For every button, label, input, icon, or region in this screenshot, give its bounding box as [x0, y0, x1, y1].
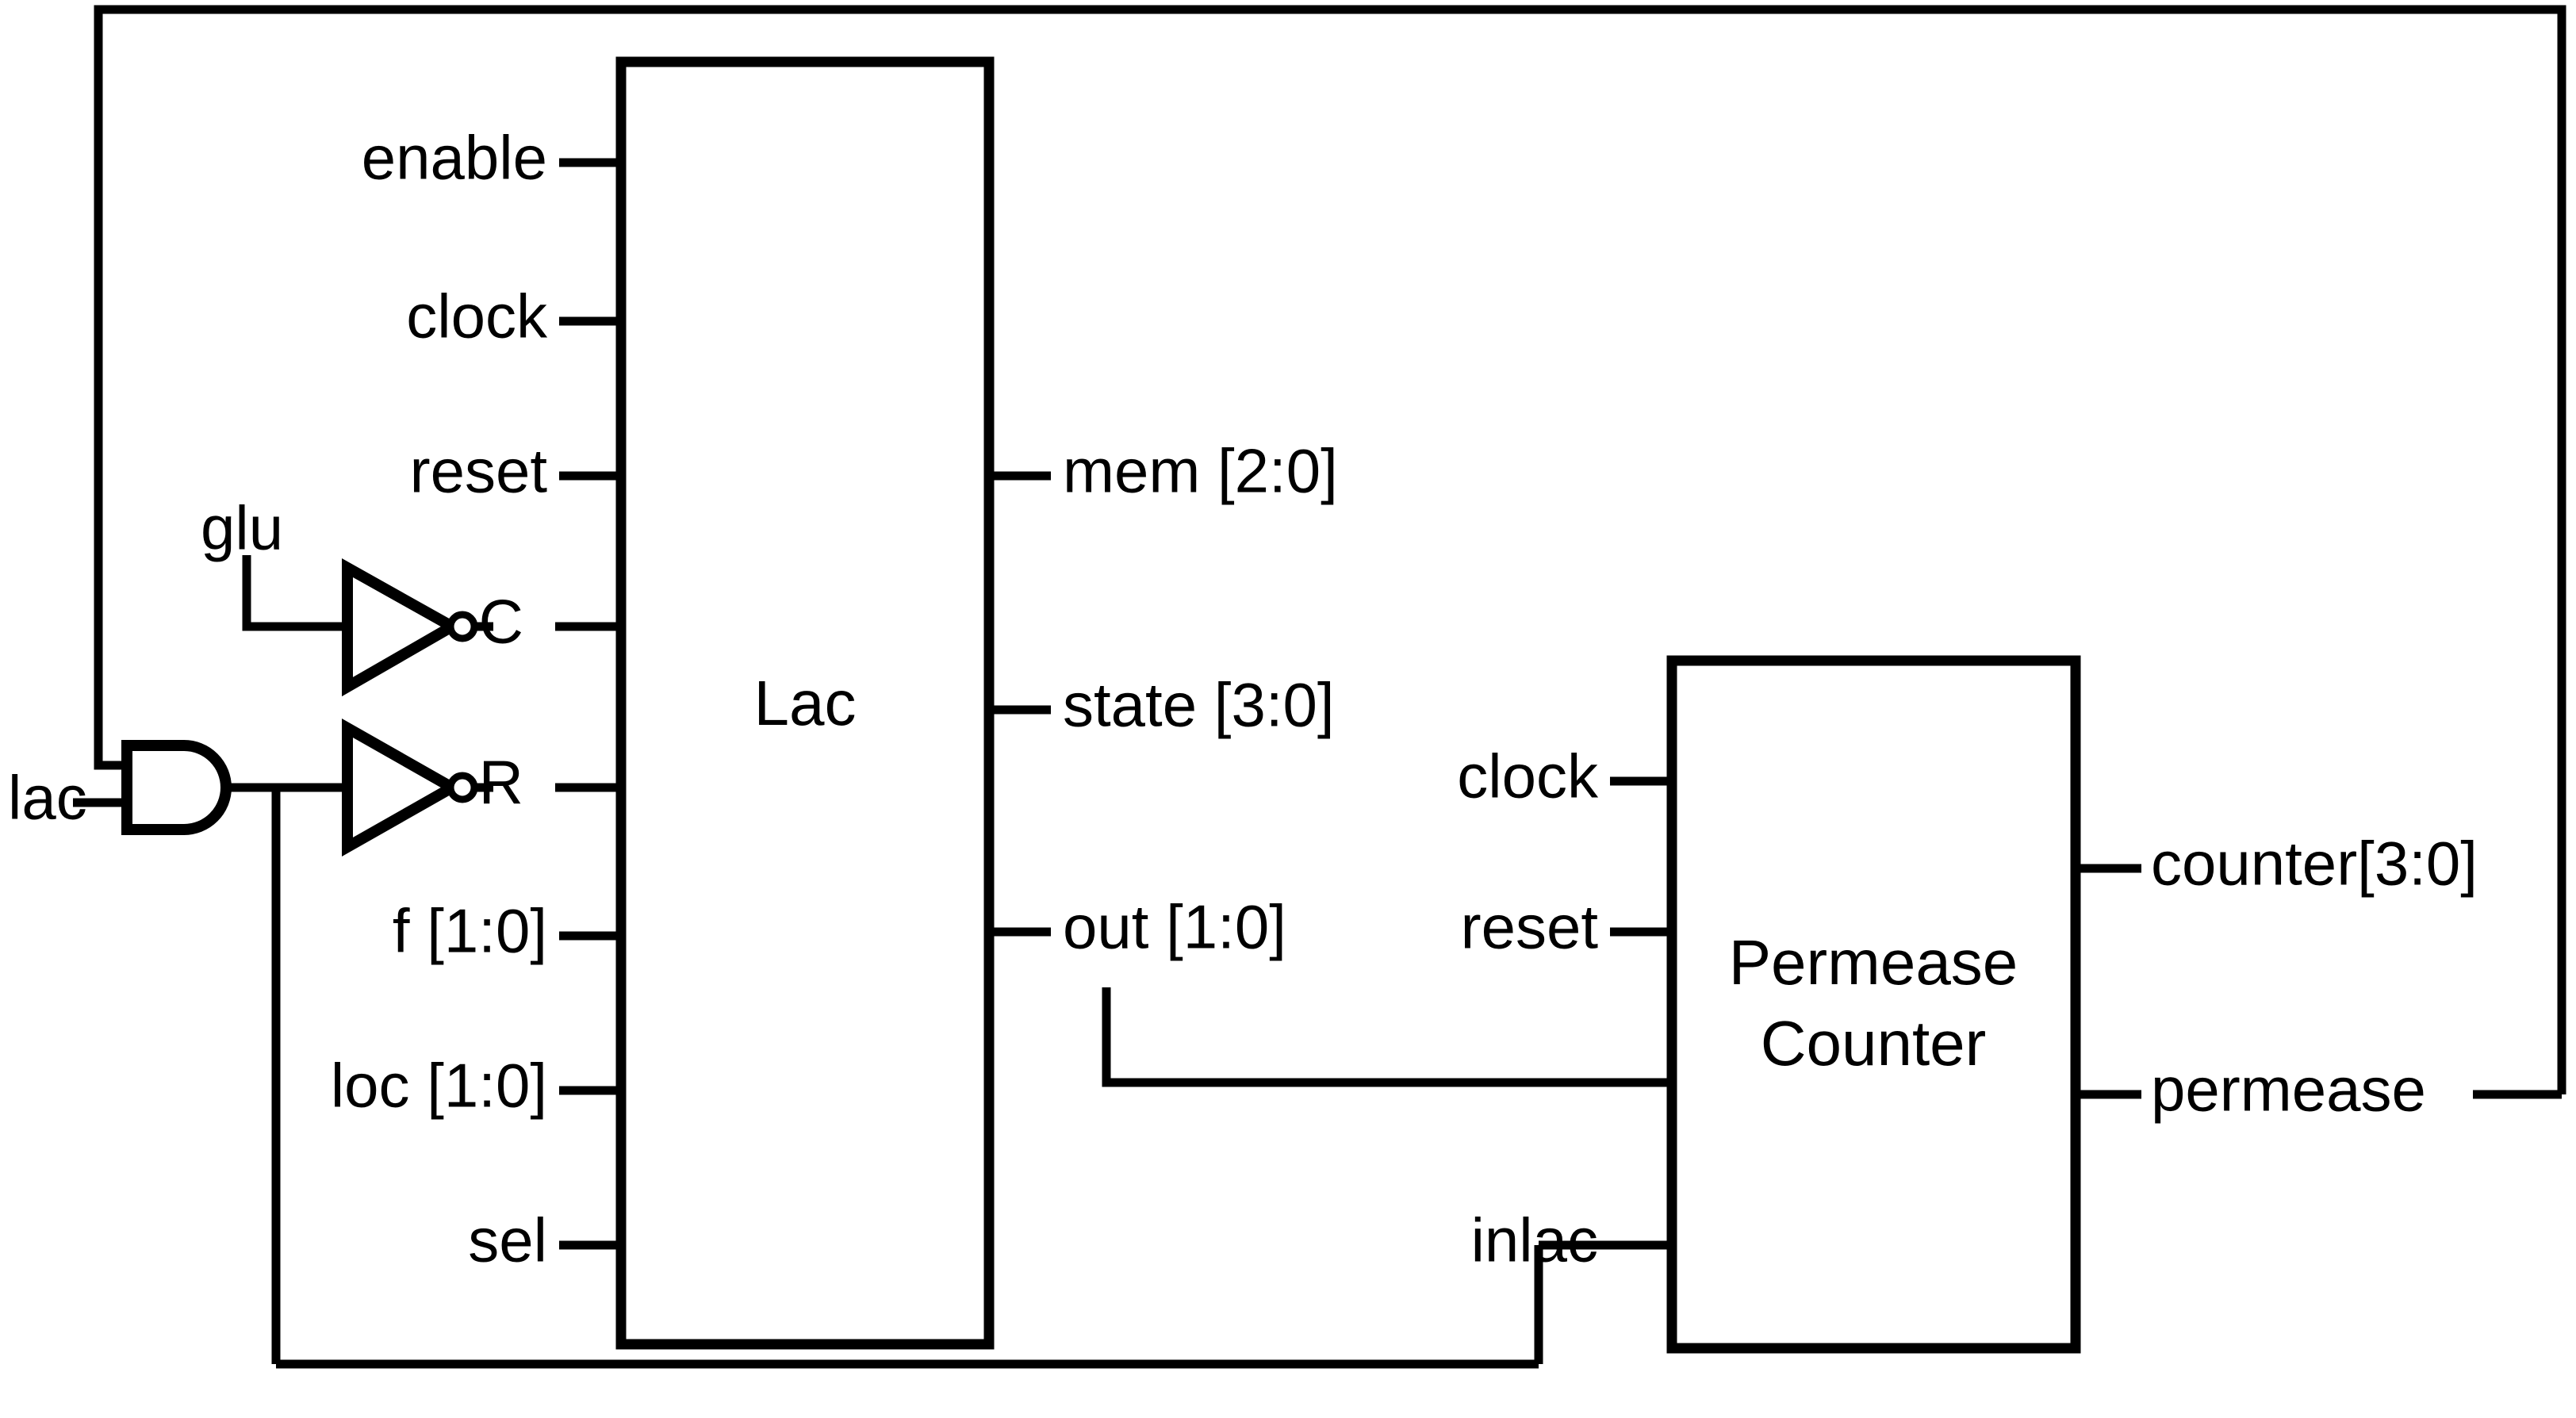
label-glu-input: glu — [201, 493, 283, 563]
inverter-lac-bubble — [447, 772, 478, 803]
label-lac-port-reset: reset — [410, 436, 548, 506]
permease-counter-block — [1666, 655, 2081, 1354]
label-lac-out-out: out [1:0] — [1063, 892, 1286, 962]
inverter-glu-bubble — [447, 611, 478, 642]
label-lac-block-title: Lac — [754, 668, 857, 738]
label-lac-port-c: C — [479, 587, 523, 657]
inverter-glu-body — [342, 558, 464, 697]
label-lac-out-state: state [3:0] — [1063, 670, 1335, 740]
glu-input-wire — [242, 555, 347, 631]
label-lac-out-mem: mem [2:0] — [1063, 436, 1338, 506]
label-lac-port-loc: loc [1:0] — [331, 1051, 547, 1121]
label-pc-title-line2: Counter — [1761, 1008, 1987, 1079]
label-lac-input: lac — [8, 763, 87, 833]
inverter-lac-body — [342, 718, 464, 857]
out-to-permease-counter-wire — [1102, 987, 1672, 1087]
and-gate — [121, 740, 232, 835]
label-lac-port-enable: enable — [362, 123, 547, 193]
label-pc-port-reset: reset — [1461, 892, 1599, 962]
label-pc-title-line1: Permease — [1729, 927, 2018, 998]
label-lac-port-f: f [1:0] — [393, 896, 547, 966]
label-pc-out-permease: permease — [2151, 1055, 2426, 1125]
label-pc-out-counter: counter[3:0] — [2151, 829, 2478, 899]
lac-block — [615, 56, 995, 1350]
label-pc-port-inlac: inlac — [1471, 1205, 1598, 1275]
label-lac-port-r: R — [479, 748, 523, 818]
label-pc-port-clock: clock — [1457, 742, 1599, 811]
label-lac-port-sel: sel — [468, 1205, 547, 1275]
label-lac-port-clock: clock — [406, 282, 548, 351]
permease-feedback-wire — [94, 5, 2566, 1094]
